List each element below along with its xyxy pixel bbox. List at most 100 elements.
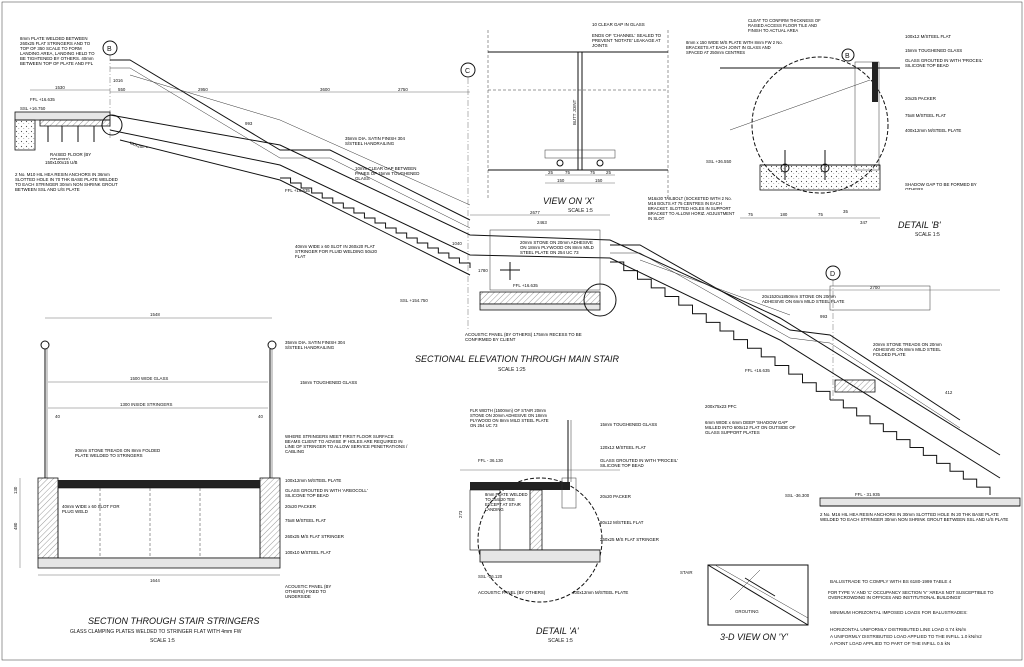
note-a-packer: 20x20 PACKER bbox=[600, 494, 631, 499]
level-ffl-detail-a: FFL - 36.130 bbox=[478, 458, 504, 463]
stair-treads bbox=[610, 261, 831, 400]
note-y-stair: STAIR bbox=[680, 570, 693, 575]
note-b-shadow-gap: SHADOW GAP TO BE FORMED BY OTHERS bbox=[905, 182, 977, 190]
dim-2677: 2677 bbox=[530, 210, 540, 215]
note-stone-treads: 20mm STONE TREADS ON 20mm ADHESIVE ON 8m… bbox=[873, 342, 942, 357]
level-ffl-right: FFL +16.635 bbox=[745, 368, 770, 373]
notes-main: 8mm PLATE WELDED BETWEEN 260x25 FLAT STR… bbox=[15, 36, 1009, 522]
level-ffl-bottom: FFL - 31.935 bbox=[855, 492, 881, 497]
note-plate-welded: 8mm PLATE WELDED BETWEEN 260x25 FLAT STR… bbox=[20, 36, 95, 66]
dimb-35: 35 bbox=[843, 209, 848, 214]
title-stringers-sub: GLASS CLAMPING PLATES WELDED TO STRINGER… bbox=[70, 629, 242, 635]
dima-273: 273 bbox=[458, 510, 463, 518]
note-pfc: 200x75x23 PFC bbox=[705, 404, 737, 409]
title-detail-b: DETAIL 'B' bbox=[898, 220, 941, 230]
dims-1500-glass: 1500 WIDE GLASS bbox=[130, 376, 168, 381]
note-stone-bottom: 20x1520x1850mm STONE ON 20mm ADHESIVE ON… bbox=[762, 294, 845, 304]
general-note-2: FOR TYPE 'A' AND 'C' OCCUPANCY SECTION '… bbox=[828, 590, 994, 600]
view-on-y: STAIR GROUTING 3-D VIEW ON 'Y' bbox=[680, 564, 809, 642]
detail-a: FFL - 36.130 SSL -36.120 273 FLR WIDTH (… bbox=[458, 408, 678, 644]
note-b-glass: 15mm TOUGHENED GLASS bbox=[905, 48, 963, 53]
note-s-stringer: 260x25 M/S FLAT STRINGER bbox=[285, 534, 344, 539]
level-ffl-top: FFL +16.635 bbox=[30, 97, 55, 102]
dim-2950: 2950 bbox=[198, 87, 208, 92]
note-cleat: CLEAT TO CONFIRM THICKNESS OF RAISED ACC… bbox=[748, 18, 821, 33]
dims-1300-stringers: 1300 INSIDE STRINGERS bbox=[120, 402, 173, 407]
note-a-flat120: 120x12 M/STEEL FLAT bbox=[600, 445, 646, 450]
grid-label-b: B bbox=[107, 46, 112, 53]
note-a-flat80: 80x12 M/STEEL FLAT bbox=[600, 520, 644, 525]
dimx-75b: 75 bbox=[590, 170, 595, 175]
note-a-glass: 15mm TOUGHENED GLASS bbox=[600, 422, 658, 427]
dim-2700: 2700 bbox=[870, 285, 880, 290]
note-b-flat75: 75x8 M/STEEL FLAT bbox=[905, 113, 946, 118]
note-s-flat100: 100x10 M/STEEL FLAT bbox=[285, 550, 331, 555]
dim-993b: 993 bbox=[245, 121, 253, 126]
note-b-flat: 100x12 M/STEEL FLAT bbox=[905, 34, 951, 39]
note-b-plate: 400x12mm M/STEEL PLATE bbox=[905, 128, 962, 133]
title-detail-a: DETAIL 'A' bbox=[536, 626, 579, 636]
grid-bubble-d bbox=[825, 265, 841, 281]
note-s-plug-weld: 40mm WIDE x 60 SLOT FOR PLUG WELD bbox=[62, 504, 120, 514]
general-note-3: MINIMUM HORIZONTAL IMPOSED LOADS FOR BAL… bbox=[830, 610, 968, 615]
dims-40-right: 40 bbox=[258, 414, 263, 419]
dim-2750: 2750 bbox=[398, 87, 408, 92]
note-ms-plate-brackets: 8mm x 150 WIDE M/S PLATE WITH 8mm FW 2 N… bbox=[686, 40, 783, 55]
note-a-stone: FLR WIDTH (1500mm) OF STAIR 20mm STONE O… bbox=[470, 408, 549, 428]
note-slot: 40mm WIDE x 60 SLOT IN 260x20 FLAT STRIN… bbox=[295, 244, 377, 259]
note-resin-anchors-top: 2 No. M10 HIL HEA RESIN ANCHORS IN 36mm … bbox=[15, 172, 118, 192]
dimb-180: 180 bbox=[780, 212, 788, 217]
dims-130: 130 bbox=[13, 486, 18, 494]
note-a-plate-welded: 8mm PLATE WELDED TO 254x20 TEE EXCEPT AT… bbox=[485, 492, 528, 512]
dim-1530: 1530 bbox=[55, 85, 65, 90]
dimx-150: 150 bbox=[557, 178, 565, 183]
dim-1016: 1016 bbox=[113, 78, 123, 83]
dimx-25b: 25 bbox=[606, 170, 611, 175]
dims-1548: 1548 bbox=[150, 312, 160, 317]
note-s-acoustic: ACOUSTIC PANEL (BY OTHERS) FIXED TO UNDE… bbox=[285, 584, 332, 599]
dims-40-left: 40 bbox=[55, 414, 60, 419]
note-s-handrail: 35mm DIA. SATIN FINISH 304 S/STEEL HANDR… bbox=[285, 340, 345, 350]
dimb-75: 75 bbox=[748, 212, 753, 217]
note-shadow-gap: 6mm WIDE x 6mm DEEP 'SHADOW GAP' MILLED … bbox=[705, 420, 796, 435]
note-resin-anchors-bottom: 2 No. M16 HIL HEA RESIN ANCHORS IN 30mm … bbox=[820, 512, 1009, 522]
note-butt-joint: BUTT JOINT bbox=[572, 99, 577, 125]
dim-1040: 1040 bbox=[452, 241, 462, 246]
dim-412: 412 bbox=[945, 390, 953, 395]
title-main: SECTIONAL ELEVATION THROUGH MAIN STAIR bbox=[415, 354, 620, 364]
note-s-stone-treads: 30mm STONE TREADS ON 8mm FOLDED PLATE WE… bbox=[75, 448, 161, 458]
dim-2463: 2463 bbox=[537, 220, 547, 225]
grid-label-d: D bbox=[830, 271, 835, 278]
dim-1780: 1780 bbox=[478, 268, 488, 273]
main-stair-elevation: 1530 1016 550 2950 3600 2750 2677 2463 2… bbox=[14, 36, 1021, 522]
grid-bubble-c bbox=[460, 62, 476, 78]
note-s-packer: 20x20 PACKER bbox=[285, 504, 316, 509]
title-stringers-scale: SCALE 1:5 bbox=[150, 638, 175, 644]
title-detail-a-scale: SCALE 1:5 bbox=[548, 638, 573, 644]
title-view-x-scale: SCALE 1:5 bbox=[568, 208, 593, 214]
general-note-6: A POINT LOAD APPLIED TO PART OF THE INFI… bbox=[830, 641, 950, 646]
note-handrail-top: 35mm DIA. SATIN FINISH 304 S/STEEL HANDR… bbox=[345, 136, 405, 146]
title-view-x: VIEW ON 'X' bbox=[543, 196, 594, 206]
detail-b: B 75 180 75 347 SSL +36.550 35 CLEAT TO … bbox=[648, 18, 984, 238]
level-ssl-right: SSL -36.300 bbox=[785, 493, 810, 498]
level-ffl-mid-landing: FFL +16.635 bbox=[513, 283, 538, 288]
stair-treads bbox=[280, 177, 471, 268]
level-ssl-mid: SSL +154.750 bbox=[400, 298, 428, 303]
note-acoustic-panel-mid: ACOUSTIC PANEL (BY OTHERS) 175mm RECESS … bbox=[465, 332, 582, 342]
view-on-x: 25 75 75 25 150 150 BUTT JOINT 10 CLEAR … bbox=[487, 22, 669, 214]
dim-3600: 3600 bbox=[320, 87, 330, 92]
dimx-25: 25 bbox=[548, 170, 553, 175]
note-b-grouted: GLASS GROUTED IN WITH 'PROCEIL' SILICONE… bbox=[905, 58, 984, 68]
note-s-flat75: 75x8 M/STEEL FLAT bbox=[285, 518, 326, 523]
note-b-tailbolt: M16x30 TAILBOLT (SOCKETED WITH 2 No. M16… bbox=[648, 196, 735, 221]
level-ssl-b: SSL +36.550 bbox=[706, 159, 732, 164]
level-ssl-left: SSL +16.750 bbox=[20, 106, 46, 111]
note-a-acoustic: ACOUSTIC PANEL (BY OTHERS) bbox=[478, 590, 546, 595]
note-ub: 150x100x15 U/B bbox=[45, 160, 78, 165]
general-note-4: HORIZONTAL UNIFORMLY DISTRIBUTED LINE LO… bbox=[830, 627, 967, 632]
note-raised-floor: RAISED FLOOR (BY OTHERS) bbox=[50, 152, 92, 160]
grid-label-c: C bbox=[465, 68, 470, 75]
